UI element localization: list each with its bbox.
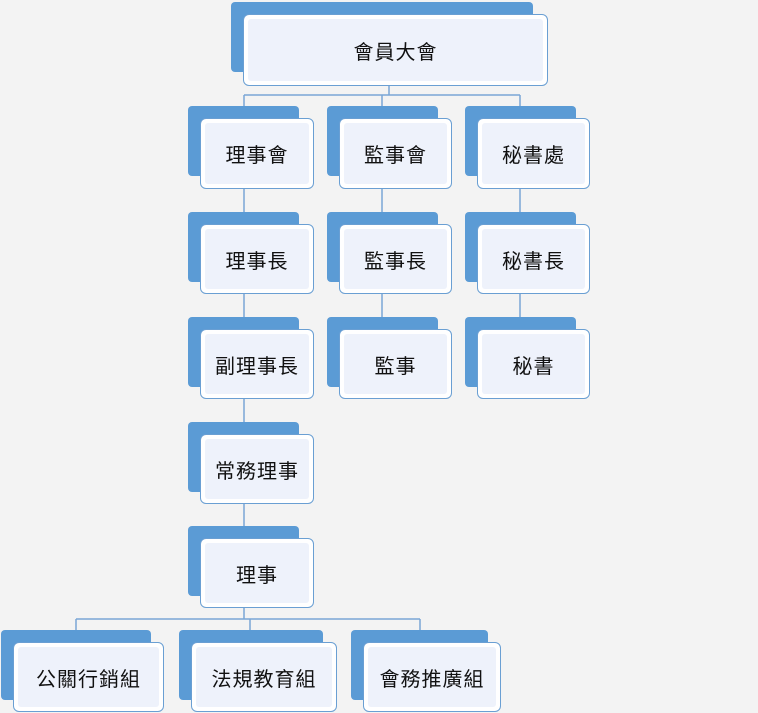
connector-director-to-groups [75,608,421,630]
node-secretariat-label: 秘書處 [502,143,565,167]
node-director-label: 理事 [236,562,278,587]
node-supervisor-label: 監事 [374,353,417,378]
node-assembly-label: 會員大會 [353,39,438,64]
node-pr-marketing-label: 公關行銷組 [36,666,141,691]
node-vice-chairman-label: 副理事長 [215,353,299,378]
node-chairman-label: 理事長 [225,248,289,273]
node-executive-director-label: 常務理事 [215,458,299,483]
node-secretary-general-label: 秘書長 [502,248,565,273]
connector-assembly-to-departments [243,84,521,106]
node-board-label: 理事會 [225,143,289,167]
node-secretary-label: 秘書 [512,353,555,378]
node-chief-supervisor-label: 監事長 [364,248,427,273]
node-membership-promotion-label: 會務推廣組 [379,666,485,691]
node-supervisors-label: 監事會 [364,143,427,167]
node-legal-education-label: 法規教育組 [211,666,317,691]
